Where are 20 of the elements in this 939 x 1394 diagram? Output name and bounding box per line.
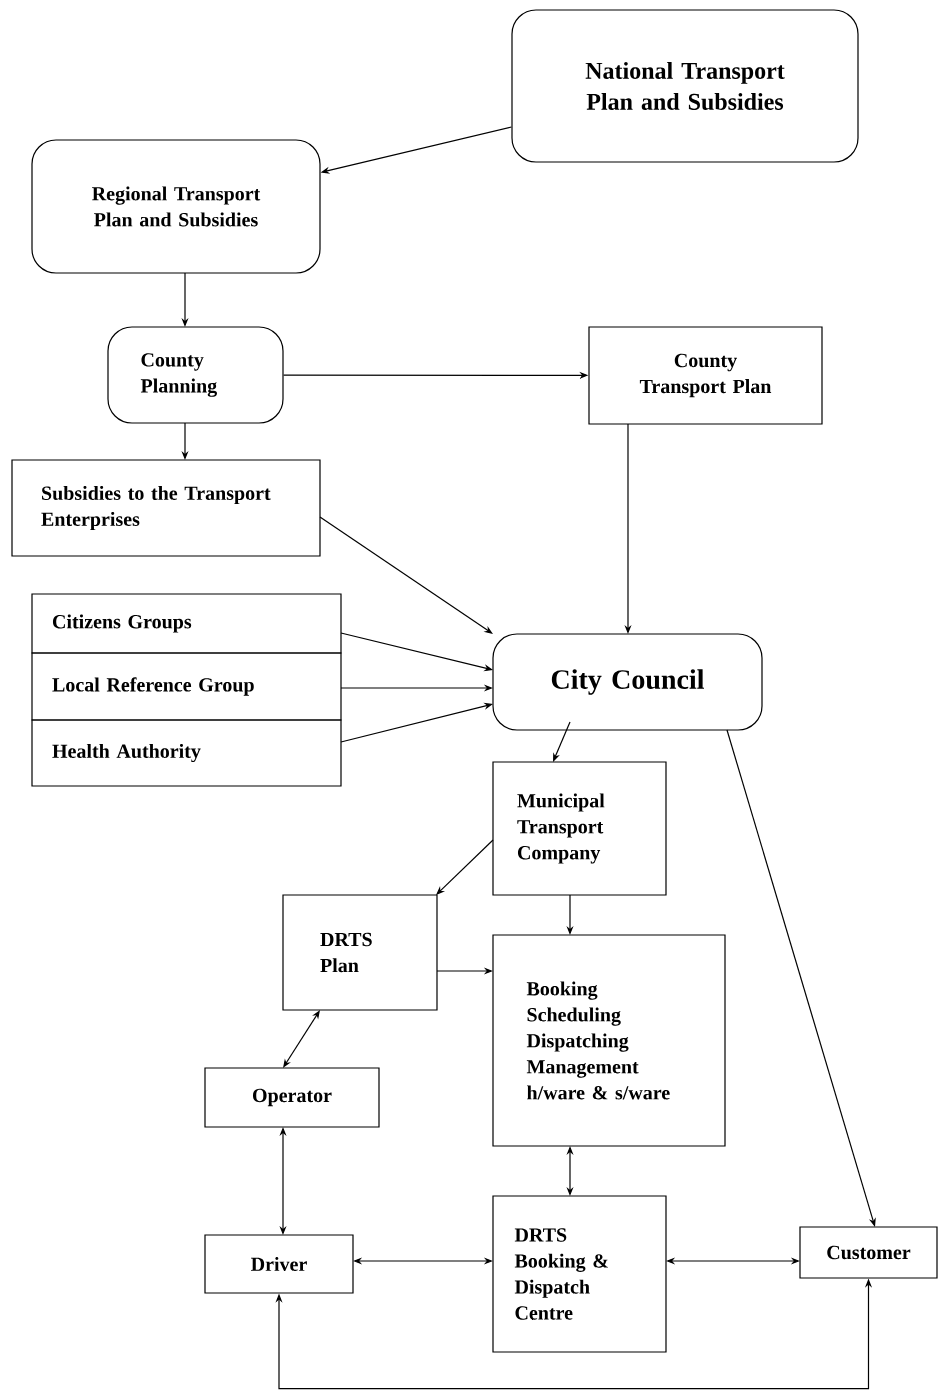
rounded-box: National Transport Plan and Subsidies bbox=[511, 9, 859, 163]
process-box: DRTS Booking & Dispatch Centre bbox=[492, 1195, 667, 1353]
arrow bbox=[436, 839, 494, 895]
process-box: Municipal Transport Company bbox=[492, 761, 667, 896]
process-box: Customer bbox=[799, 1226, 938, 1279]
process-box: Subsidies to the Transport Enterprises bbox=[11, 459, 321, 557]
arrow bbox=[283, 1010, 320, 1068]
process-box: County Transport Plan bbox=[588, 326, 823, 425]
process-box: Booking Scheduling Dispatching Management h/ware & s/ware bbox=[492, 934, 726, 1147]
process-box: Citizens Groups bbox=[31, 593, 342, 654]
rounded-box: County Planning bbox=[107, 326, 284, 424]
process-box: Local Reference Group bbox=[31, 652, 342, 721]
rounded-box: City Council bbox=[492, 633, 763, 731]
rounded-box: Regional Transport Plan and Subsidies bbox=[31, 139, 321, 274]
process-box: Driver bbox=[204, 1234, 354, 1294]
process-box: Operator bbox=[204, 1067, 380, 1128]
arrow bbox=[553, 721, 571, 762]
arrow bbox=[319, 516, 493, 634]
process-box: Health Authority bbox=[31, 719, 342, 787]
process-box: DRTS Plan bbox=[282, 894, 438, 1011]
